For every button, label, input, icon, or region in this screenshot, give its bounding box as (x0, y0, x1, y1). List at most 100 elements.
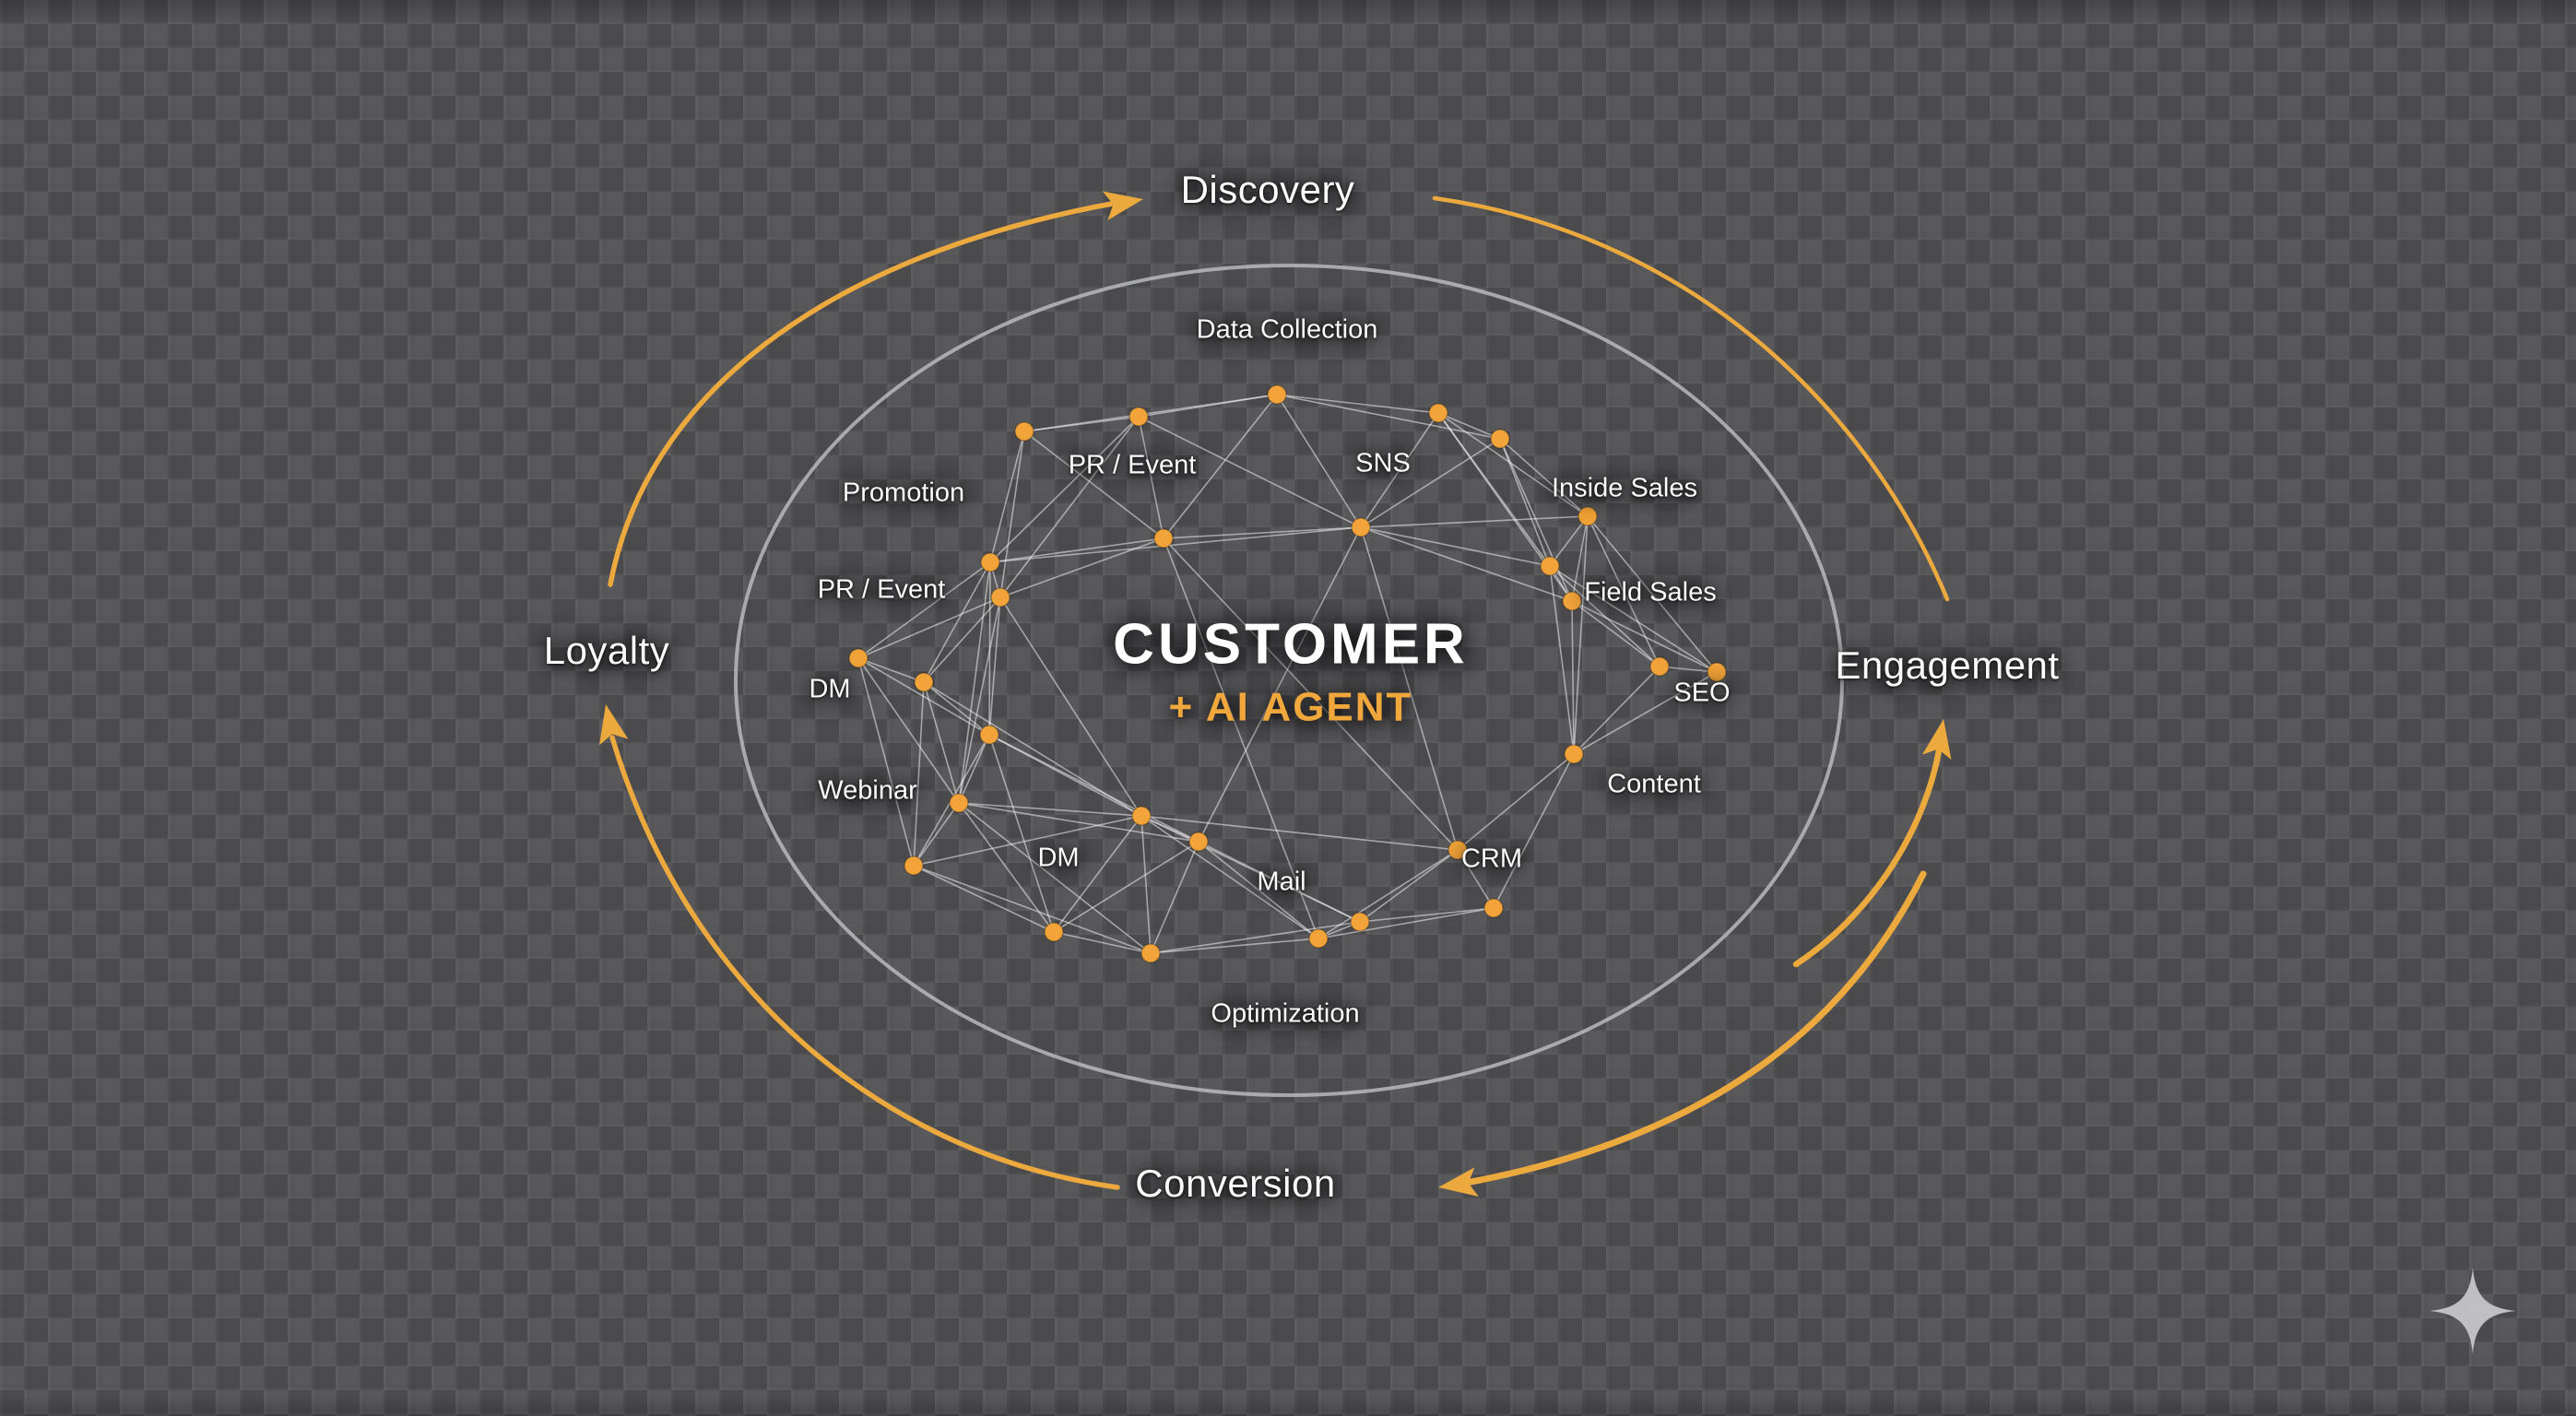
four-point-star-shape (2429, 1268, 2516, 1354)
mesh-link (857, 657, 990, 736)
ai-agent-subtitle: + AI AGENT (1168, 684, 1413, 730)
mesh-link (913, 681, 925, 867)
mesh-link (1499, 438, 1589, 517)
arrow-shaft (608, 201, 1115, 587)
mesh-link (1359, 849, 1459, 923)
network-node (1351, 517, 1371, 537)
mesh-link (1198, 841, 1361, 923)
channel-label-dm-13: DM (1037, 843, 1080, 873)
network-node (1350, 912, 1370, 932)
channel-label-promotion-4: Promotion (842, 478, 965, 508)
channel-label-dm-8: DM (809, 674, 851, 704)
network-node (980, 552, 1000, 572)
mesh-link (1437, 412, 1589, 517)
mesh-link (999, 431, 1025, 598)
network-node (990, 587, 1010, 608)
network-node (1564, 744, 1584, 764)
mesh-link (1150, 841, 1199, 954)
mesh-link (1549, 565, 1660, 667)
mesh-link (988, 596, 1001, 736)
arrowhead-icon (1438, 1167, 1479, 1197)
mesh-link (989, 431, 1025, 563)
stage-label-discovery: Discovery (1180, 168, 1355, 211)
mesh-link (958, 734, 990, 804)
customer-title: CUSTOMER (1113, 612, 1469, 677)
channel-label-seo-7: SEO (1673, 678, 1731, 708)
mesh-link (913, 865, 1055, 933)
mesh-link (958, 561, 991, 804)
network-node (1490, 429, 1510, 449)
mesh-link (913, 802, 960, 867)
arrow-conversion-to-engagement (1792, 719, 1952, 968)
mesh-link (1360, 412, 1439, 528)
network-node (949, 793, 969, 813)
mesh-link (923, 561, 991, 683)
mesh-link (1493, 753, 1575, 909)
mesh-link (1573, 515, 1589, 755)
network-node (1044, 922, 1064, 942)
mesh-link (988, 734, 1055, 933)
mesh-link (1571, 515, 1589, 602)
network-node (1578, 506, 1598, 526)
mesh-link (1499, 438, 1573, 602)
network-node (1448, 840, 1468, 860)
network-node (1562, 591, 1582, 611)
mesh-link (1023, 416, 1140, 432)
mesh-link (1198, 526, 1362, 843)
mesh-link (1571, 600, 1660, 667)
network-node (1540, 556, 1560, 576)
network-node (848, 648, 869, 668)
network-node (1188, 832, 1209, 852)
network-node (1128, 407, 1149, 427)
channel-label-data-collection-0: Data Collection (1196, 314, 1378, 345)
mesh-link (913, 815, 1142, 867)
network-nodes (848, 384, 1727, 963)
channel-label-pr-event-6: PR / Event (817, 574, 946, 605)
mesh-link (1499, 438, 1551, 567)
mesh-link (923, 681, 960, 804)
mesh-link (1573, 671, 1718, 755)
mesh-link (923, 596, 1001, 683)
sparkle-icon (2429, 1268, 2516, 1354)
network-node (1483, 898, 1504, 918)
channel-label-mail-12: Mail (1257, 867, 1306, 897)
channel-label-optimization-14: Optimization (1211, 998, 1360, 1029)
mesh-link (1573, 666, 1660, 755)
mesh-link (999, 596, 1142, 817)
mesh-link (1163, 537, 1459, 851)
mesh-link (923, 681, 990, 736)
mesh-link (1163, 537, 1319, 939)
mesh-link (1276, 394, 1362, 528)
stage-label-engagement: Engagement (1835, 643, 2060, 687)
arrow-conversion-to-loyalty (599, 704, 1120, 1190)
network-node (1428, 403, 1448, 423)
arrow-loyalty-to-discovery (608, 191, 1143, 587)
mesh-link (1276, 394, 1501, 440)
arrow-shaft (1792, 726, 1945, 968)
mesh-link (1360, 438, 1501, 528)
mesh-link (1163, 526, 1362, 539)
channel-label-field-sales-5: Field Sales (1584, 577, 1717, 608)
mesh-link (958, 596, 1001, 804)
mesh-link (1140, 815, 1152, 954)
mesh-link (989, 416, 1140, 563)
arrow-shaft (609, 735, 1120, 1190)
mesh-link (857, 657, 925, 683)
arrowhead-icon (1921, 719, 1952, 761)
network-node (1267, 384, 1287, 405)
mesh-link (958, 802, 1199, 843)
mesh-link (1437, 412, 1551, 567)
network-node (1649, 656, 1670, 677)
mesh-link (1360, 515, 1589, 528)
mesh-link (1163, 394, 1278, 539)
mesh-link (1138, 416, 1362, 528)
mesh-link (857, 596, 1001, 659)
mesh-link (1360, 526, 1573, 602)
mesh-link (857, 657, 960, 804)
mesh-link (1549, 515, 1589, 567)
mesh-link (1053, 815, 1142, 933)
mesh-link (1587, 515, 1660, 667)
mesh-link (1140, 815, 1319, 939)
